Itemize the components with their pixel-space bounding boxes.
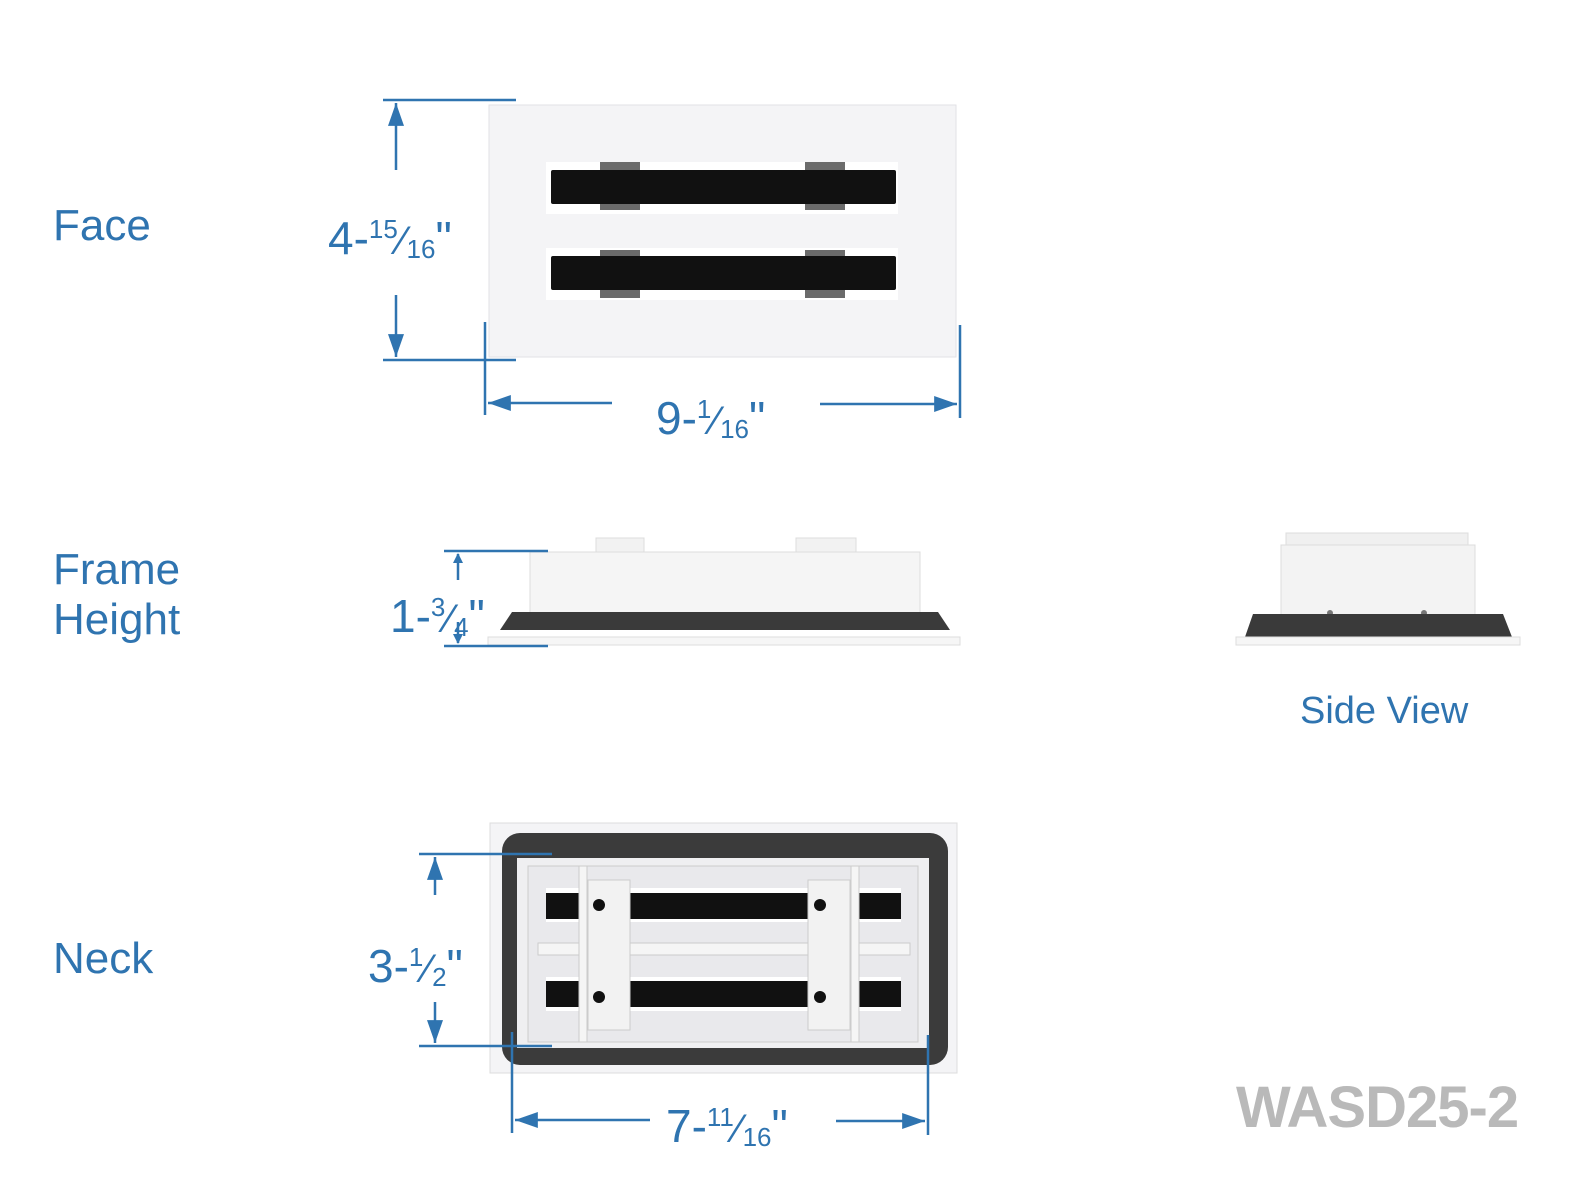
dimension-numerator: 15 bbox=[368, 214, 398, 244]
dimension-unit: " bbox=[446, 940, 463, 992]
face-height-dimension: 4-15⁄16" bbox=[322, 204, 458, 274]
dimension-numerator: 1 bbox=[696, 394, 712, 424]
side-view-image bbox=[1235, 532, 1521, 646]
dimension-unit: " bbox=[435, 212, 452, 264]
dimension-unit: " bbox=[748, 392, 766, 444]
model-number: WASD25-2 bbox=[1236, 1075, 1519, 1140]
dimension-denominator: 4 bbox=[454, 612, 469, 642]
dimension-whole: 9- bbox=[656, 392, 697, 444]
neck-width-dimension: 7-11⁄16" bbox=[660, 1092, 794, 1162]
neck-dimension-lines bbox=[419, 852, 930, 1135]
dimension-whole: 3- bbox=[368, 940, 409, 992]
dimension-unit: " bbox=[468, 590, 485, 642]
neck-height-dimension: 3-1⁄2" bbox=[362, 932, 469, 1002]
dimension-whole: 4- bbox=[328, 212, 369, 264]
face-dimension-lines bbox=[383, 98, 962, 418]
dimension-whole: 7- bbox=[666, 1100, 707, 1152]
frame-height-dimension-lines bbox=[444, 549, 548, 648]
frame-height-label-line2: Height bbox=[53, 595, 181, 644]
fraction-slash: ⁄ bbox=[424, 947, 432, 991]
dimension-denominator: 16 bbox=[406, 234, 436, 264]
dimension-numerator: 1 bbox=[408, 942, 424, 972]
dimension-numerator: 11 bbox=[706, 1102, 734, 1132]
fraction-slash: ⁄ bbox=[734, 1107, 742, 1151]
fraction-slash: ⁄ bbox=[398, 219, 406, 263]
frame-side-image bbox=[487, 537, 961, 646]
fraction-slash: ⁄ bbox=[446, 597, 454, 641]
dimension-denominator: 2 bbox=[432, 962, 447, 992]
face-width-dimension: 9-1⁄16" bbox=[650, 384, 772, 454]
neck-back-image bbox=[489, 822, 958, 1074]
face-label: Face bbox=[53, 201, 151, 250]
dimension-numerator: 3 bbox=[430, 592, 446, 622]
dimension-denominator: 16 bbox=[742, 1122, 772, 1152]
dimension-unit: " bbox=[771, 1100, 788, 1152]
fraction-slash: ⁄ bbox=[712, 399, 720, 443]
side-view-label: Side View bbox=[1300, 690, 1469, 732]
frame-height-dimension: 1-3⁄4" bbox=[384, 582, 491, 652]
dimension-denominator: 16 bbox=[720, 414, 749, 444]
dimension-whole: 1- bbox=[390, 590, 431, 642]
frame-height-label-line1: Frame bbox=[53, 545, 181, 594]
neck-label: Neck bbox=[53, 934, 154, 983]
face-grille-image bbox=[488, 104, 957, 358]
